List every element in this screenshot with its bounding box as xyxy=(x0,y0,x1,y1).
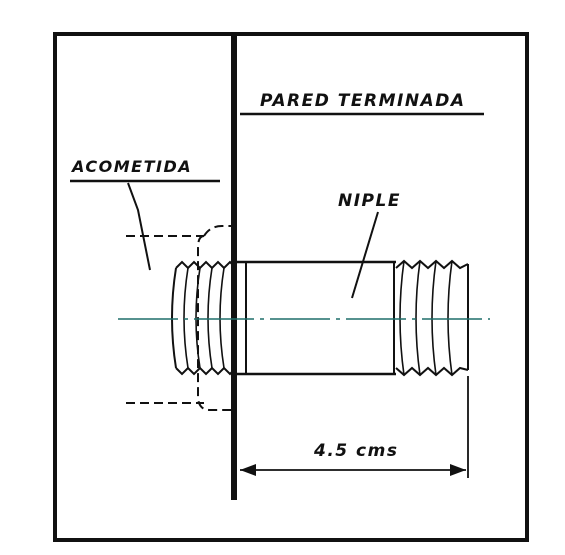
nipple-body xyxy=(236,260,396,376)
service-leader-line xyxy=(127,182,151,271)
length-dimension xyxy=(240,376,469,478)
wall-label: PARED TERMINADA xyxy=(260,91,465,111)
dimension-label: 4.5 cms xyxy=(313,441,398,461)
diagram-frame xyxy=(53,32,529,542)
nipple-leader-line xyxy=(351,211,379,299)
service-label: ACOMETIDA xyxy=(70,157,192,176)
service-pipe xyxy=(126,225,232,411)
nipple-thread-left xyxy=(171,260,235,376)
nipple-label: NIPLE xyxy=(338,191,401,211)
nipple-thread-right xyxy=(395,259,469,377)
